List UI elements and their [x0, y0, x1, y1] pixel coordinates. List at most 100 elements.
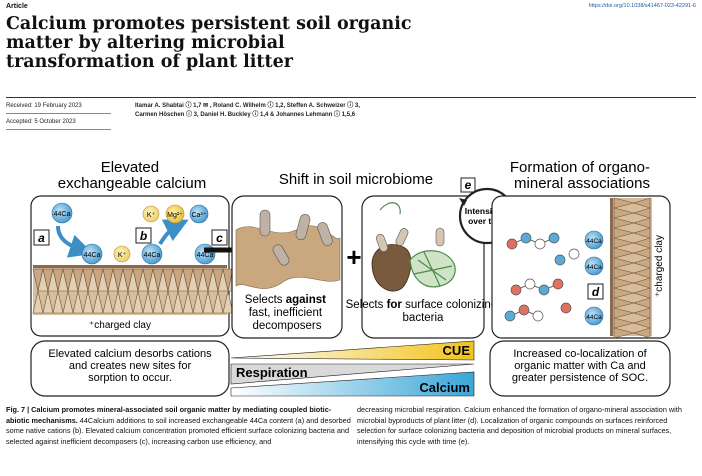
authors-line-1[interactable]: Itamar A. Shabtai ⓘ 1,7 ✉ , Roland C. Wi… — [135, 103, 360, 109]
panel-mid-title: Shift in soil microbiome — [279, 171, 433, 188]
respiration-label: Respiration — [236, 365, 308, 380]
ion-k-clay: K⁺ — [113, 245, 131, 263]
desorption-arrow — [158, 219, 189, 246]
clay-triangle — [613, 247, 651, 259]
journal-header: Article https://doi.org/10.1038/s41467-0… — [6, 3, 696, 15]
molecule-bead — [538, 284, 550, 296]
clay-triangle — [613, 217, 651, 229]
ion-ca-top: Ca²⁺ — [189, 204, 209, 224]
molecule-bead — [548, 232, 560, 244]
molecule-bead — [520, 232, 532, 244]
panel-left-title: Elevated exchangeable calcium — [58, 159, 206, 192]
clay-triangle — [613, 267, 651, 279]
panel-right-title: Formation of organo- mineral association… — [510, 159, 654, 192]
molecule-bead — [510, 284, 522, 296]
caption-left: Fig. 7 | Calcium promotes mineral-associ… — [6, 405, 351, 446]
respiration-wedge — [230, 363, 475, 385]
molecule-bead — [506, 238, 518, 250]
clay-layer — [32, 265, 239, 315]
label-d: d — [587, 283, 604, 300]
svg-text:44Ca: 44Ca — [197, 252, 214, 259]
molecule-bead — [552, 278, 564, 290]
molecule-bead — [554, 254, 566, 266]
article-label: Article — [6, 3, 28, 10]
svg-text:44Ca: 44Ca — [586, 238, 602, 245]
label-b: b — [135, 227, 152, 244]
doi-link[interactable]: https://doi.org/10.1038/s41467-023-42291… — [588, 3, 696, 9]
svg-text:a: a — [38, 231, 45, 245]
sorption-arrow — [56, 225, 94, 258]
ion-44ca-right-2: 44Ca — [584, 256, 604, 276]
label-c: c — [211, 229, 228, 246]
svg-text:K⁺: K⁺ — [147, 212, 156, 219]
ion-44ca-top: 44Ca — [51, 202, 73, 224]
ion-k-top: K⁺ — [142, 205, 160, 223]
selects-against-label: Selects against fast, inefficient decomp… — [245, 294, 329, 332]
label-e — [460, 177, 476, 193]
molecule-bead — [568, 248, 580, 260]
ion-44ca-clay-1: 44Ca — [81, 243, 103, 265]
molecule-bead — [518, 304, 530, 316]
ion-44ca-right-3: 44Ca — [584, 306, 604, 326]
ion-44ca-clay-2: 44Ca — [141, 243, 163, 265]
molecule-beads — [504, 232, 580, 322]
charged-clay-label: ⁺charged clay — [89, 320, 151, 331]
charged-clay-right-label: ⁺charged clay — [654, 235, 665, 297]
svg-text:44Ca: 44Ca — [144, 252, 161, 259]
cue-wedge — [230, 340, 475, 361]
clay-triangle — [613, 317, 651, 329]
clay-triangle — [613, 197, 651, 209]
hypha — [379, 202, 401, 215]
clay-triangle — [613, 287, 651, 299]
svg-text:44Ca: 44Ca — [54, 211, 71, 218]
svg-text:Ca²⁺: Ca²⁺ — [192, 212, 207, 219]
figure-7: Elevated exchangeable calcium Shift in s… — [30, 159, 671, 397]
svg-text:e: e — [465, 178, 472, 192]
svg-text:K⁺: K⁺ — [118, 252, 127, 259]
label-a: a — [33, 229, 50, 246]
colonizing-bacteria — [375, 227, 445, 252]
biofilm — [409, 250, 456, 288]
svg-text:b: b — [140, 229, 147, 243]
meta-divider — [6, 97, 696, 98]
divider — [6, 129, 111, 130]
clay-triangle — [613, 277, 651, 289]
ion-44ca-right-1: 44Ca — [584, 230, 604, 250]
ion-44ca-clay-3: 44Ca — [194, 243, 216, 265]
clay-triangle — [613, 227, 651, 239]
panel-right: ⁺charged clay 44Ca 44Ca 44Ca d — [491, 195, 671, 339]
caption-right: decreasing microbial respiration. Calciu… — [357, 405, 682, 446]
divider — [6, 113, 111, 114]
calcium-wedge — [230, 371, 475, 397]
accepted-date: Accepted: 5 October 2023 — [6, 119, 76, 125]
svg-text:44Ca: 44Ca — [586, 314, 602, 321]
svg-text:Mg²⁺: Mg²⁺ — [167, 212, 183, 219]
cue-label: CUE — [443, 343, 471, 358]
clay-triangle — [613, 307, 651, 319]
clay-triangle — [613, 297, 651, 309]
authors-line-2[interactable]: Carmen Höschen ⓘ 3, Daniel H. Buckley ⓘ … — [135, 112, 356, 118]
svg-text:d: d — [592, 285, 600, 299]
ion-mg-top: Mg²⁺ — [165, 204, 185, 224]
svg-text:44Ca: 44Ca — [84, 252, 101, 259]
clay-triangle — [613, 207, 651, 219]
molecule-bead — [534, 238, 546, 250]
molecule-bead — [532, 310, 544, 322]
svg-text:44Ca: 44Ca — [586, 264, 602, 271]
intensifies-label: Intensifies over time — [465, 206, 509, 226]
molecule-bead — [504, 310, 516, 322]
clay-triangle — [613, 237, 651, 249]
plus-sign: + — [346, 242, 361, 272]
molecule-bead — [524, 278, 536, 290]
calcium-label: Calcium — [419, 380, 470, 395]
clay-triangle — [613, 327, 651, 339]
decomposer-cells — [259, 209, 333, 266]
panel-left: ⁺charged clay 44Ca 44Ca K⁺ 44Ca 44Ca K⁺ — [30, 195, 239, 337]
author-list: Itamar A. Shabtai ⓘ 1,7 ✉ , Roland C. Wi… — [135, 102, 455, 120]
svg-text:c: c — [216, 231, 223, 245]
cue-respiration-calcium-wedges: CUE Respiration Calcium — [230, 340, 475, 397]
